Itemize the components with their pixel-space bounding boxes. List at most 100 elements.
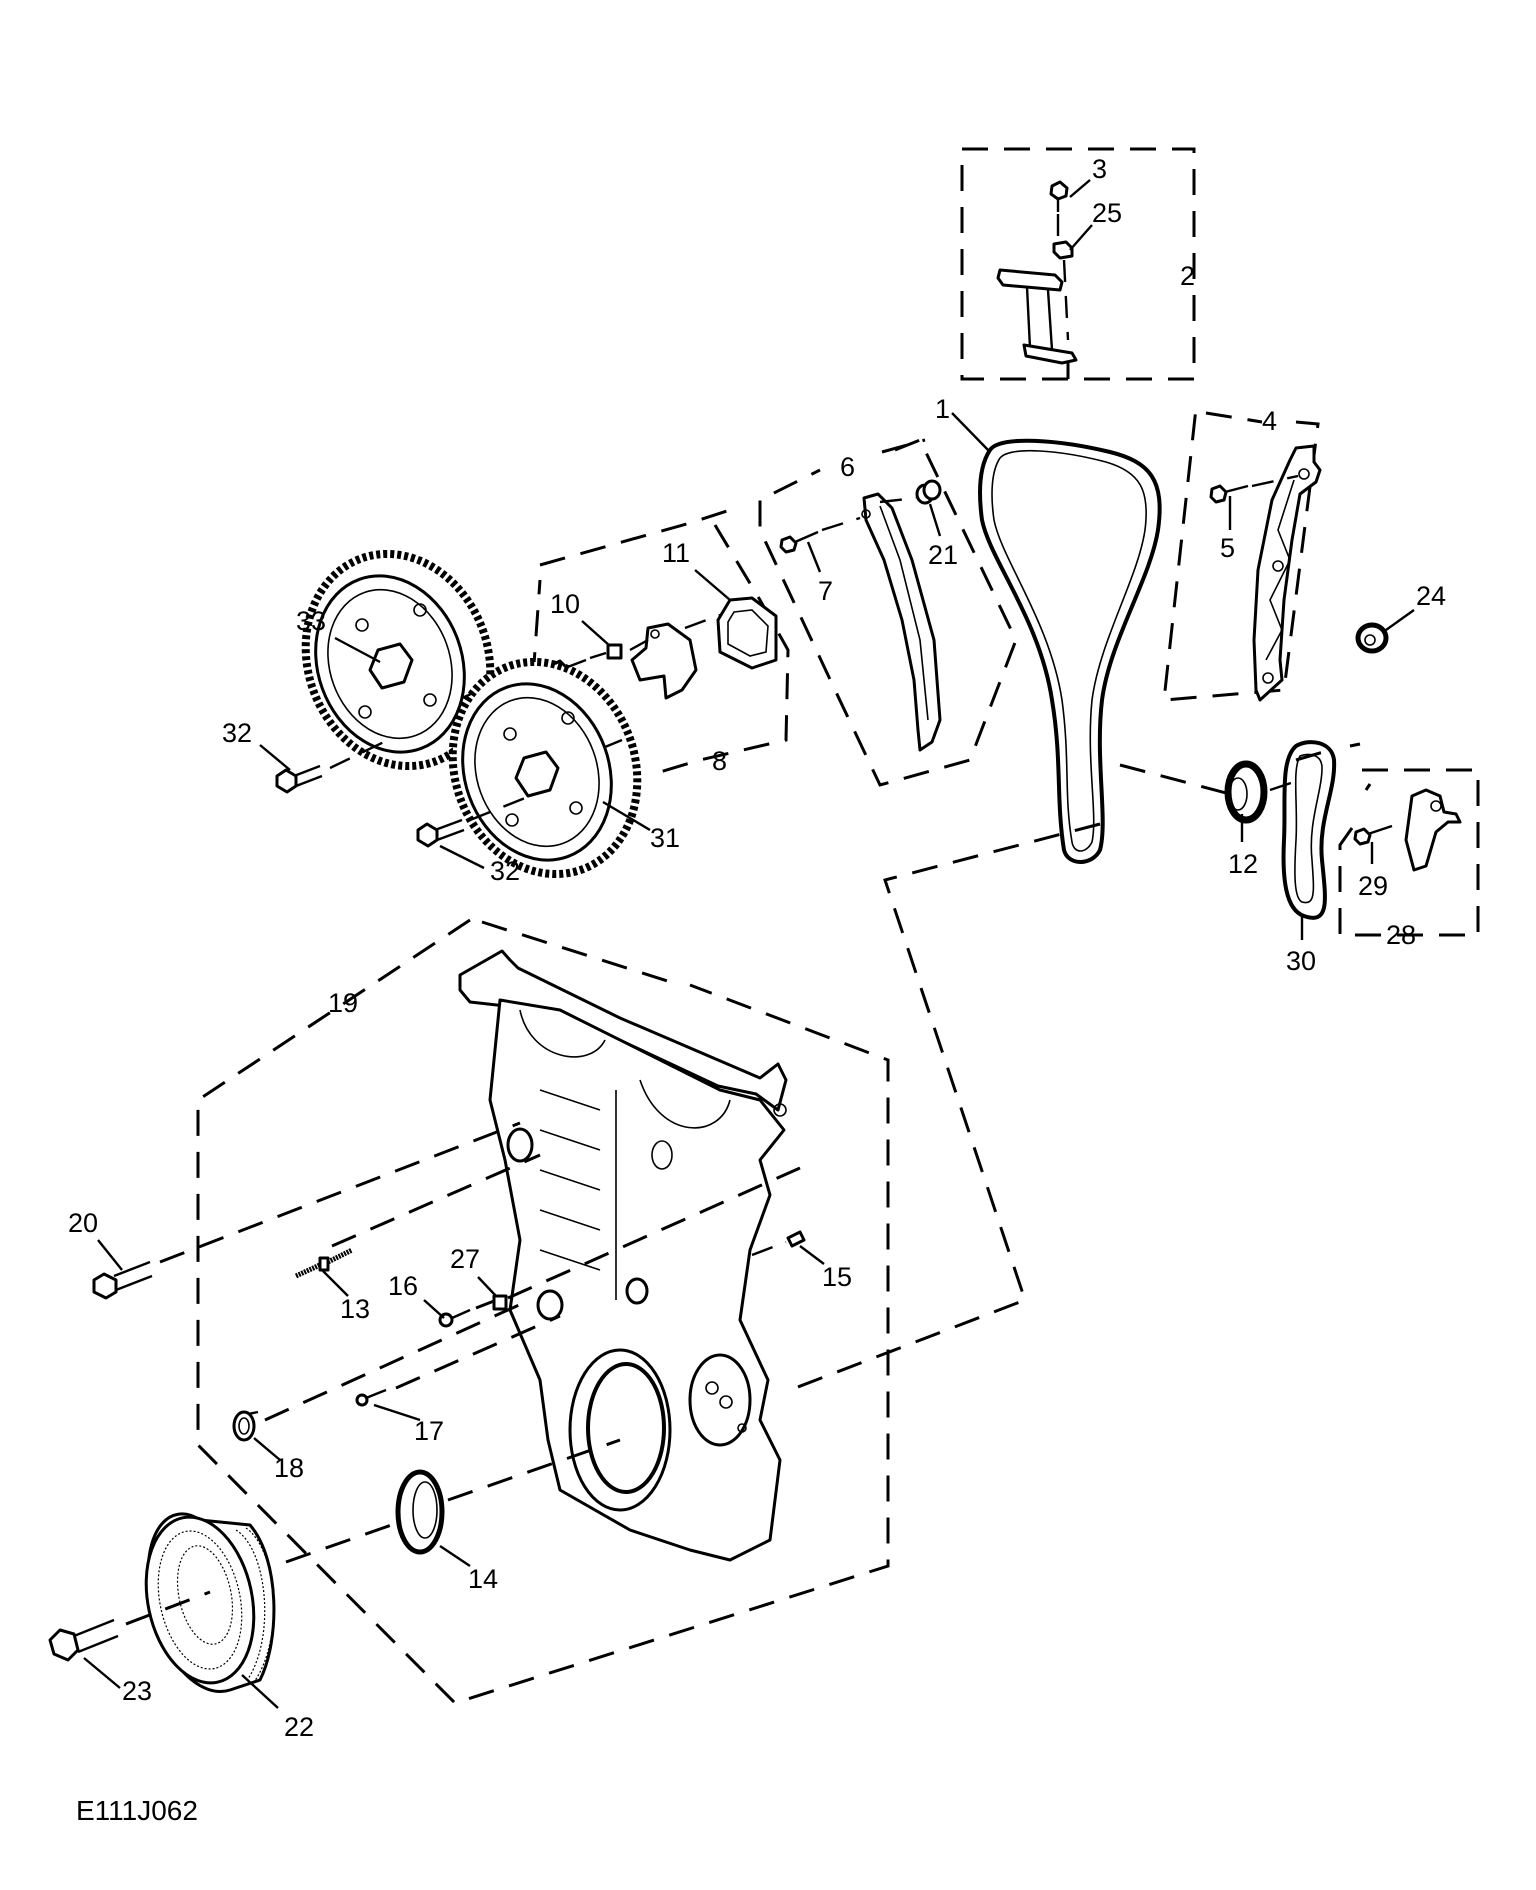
- group-19-boundary: [196, 918, 890, 1705]
- axis-line: [159, 1121, 521, 1264]
- part-2-bracket[interactable]: [996, 268, 1078, 365]
- part-31-exhaust-camshaft-sprocket[interactable]: [423, 636, 666, 901]
- part-28-tensioner[interactable]: [1404, 788, 1462, 872]
- part-25-nut[interactable]: [1052, 240, 1074, 260]
- leader-24: [1385, 609, 1415, 631]
- leader-27: [477, 1276, 497, 1297]
- group-4-boundary: [1162, 407, 1320, 702]
- callout-17: 17: [414, 1416, 444, 1446]
- part-22-crankshaft-pulley[interactable]: [132, 1507, 276, 1693]
- part-23-crankshaft-pulley-bolt[interactable]: [48, 1618, 119, 1662]
- part-1-timing-chain[interactable]: [978, 438, 1162, 864]
- part-13-stud[interactable]: [294, 1247, 354, 1279]
- part-11-gasket[interactable]: [716, 596, 778, 670]
- callout-5: 5: [1220, 533, 1235, 563]
- group-19-timing-cover-assembly: 19: [68, 918, 890, 1705]
- callout-2: 2: [1180, 261, 1195, 291]
- alignment-line: [789, 742, 1361, 1392]
- axis-line: [331, 1153, 541, 1248]
- leader-20: [97, 1239, 123, 1271]
- leader-31: [602, 800, 651, 832]
- group-28-oil-pump-tensioner-assembly: 28 29: [1338, 768, 1480, 950]
- axis-line: [329, 738, 389, 770]
- axis-line: [589, 651, 607, 660]
- leader-11: [694, 569, 731, 601]
- callout-16: 16: [388, 1271, 418, 1301]
- axis-line: [395, 1314, 561, 1390]
- part-30-oil-pump-chain[interactable]: [1281, 740, 1337, 920]
- part-20-bolt[interactable]: [92, 1260, 153, 1300]
- part-10-dowel[interactable]: [606, 643, 623, 660]
- part-16-bolt[interactable]: [438, 1308, 471, 1328]
- callout-32-upper: 32: [222, 718, 252, 748]
- part-4-fixed-guide[interactable]: [1252, 444, 1322, 702]
- part-24-stud[interactable]: [1355, 622, 1389, 654]
- callout-8: 8: [712, 746, 727, 776]
- leader-14: [439, 1545, 471, 1567]
- part-14-crankshaft-seal[interactable]: [395, 1469, 445, 1555]
- group-4-fixed-guide-assembly: 4 5: [1162, 406, 1322, 702]
- leader-32-upper: [259, 744, 291, 771]
- part-15-dowel[interactable]: [786, 1230, 806, 1248]
- callout-31: 31: [650, 823, 680, 853]
- part-18-plug[interactable]: [232, 1410, 259, 1442]
- group-28-boundary: [1338, 768, 1480, 937]
- axis-line: [751, 1240, 787, 1257]
- group-6-tensioner-arm-assembly: 6 7 21: [758, 438, 1018, 787]
- callout-11: 11: [662, 538, 690, 568]
- part-21-pivot-bolt[interactable]: [915, 479, 942, 505]
- axis-line: [285, 1520, 401, 1564]
- axis-line: [879, 496, 917, 504]
- callout-13: 13: [340, 1294, 370, 1324]
- callout-18: 18: [274, 1453, 304, 1483]
- callout-19: 19: [328, 988, 358, 1018]
- callout-4: 4: [1262, 406, 1277, 436]
- part-19-timing-cover[interactable]: [458, 949, 788, 1562]
- callout-33: 33: [296, 606, 326, 636]
- leader-13: [321, 1269, 349, 1297]
- axis-line: [469, 794, 531, 822]
- part-29-bolt[interactable]: [1353, 824, 1393, 846]
- part-5-bolt[interactable]: [1209, 484, 1249, 504]
- axis-line: [125, 1590, 211, 1626]
- callout-3: 3: [1092, 154, 1107, 184]
- part-17-bolt[interactable]: [355, 1388, 387, 1407]
- group-6-boundary: [758, 438, 1018, 787]
- leader-32-lower: [439, 844, 485, 870]
- part-27-sleeve[interactable]: [492, 1294, 508, 1311]
- illustration-reference-code: E111J062: [76, 1795, 198, 1826]
- part-7-bolt[interactable]: [779, 530, 819, 554]
- axis-line: [447, 1438, 621, 1502]
- callout-1: 1: [935, 394, 950, 424]
- leader-3: [1069, 179, 1091, 198]
- part-32-sprocket-bolt-upper[interactable]: [275, 764, 323, 794]
- group-2-bracket-assembly: 3 25 2: [960, 147, 1196, 381]
- part-12-crankshaft-sprocket[interactable]: [1224, 760, 1268, 824]
- callout-21: 21: [928, 540, 958, 570]
- callout-14: 14: [468, 1564, 498, 1594]
- leader-25: [1069, 224, 1093, 251]
- part-8-tensioner-body[interactable]: [630, 622, 698, 700]
- axis-line: [604, 738, 623, 749]
- part-33-intake-camshaft-sprocket[interactable]: [276, 528, 519, 793]
- leader-22: [241, 1674, 279, 1709]
- axis-line: [1269, 780, 1295, 792]
- axis-line: [475, 1166, 801, 1310]
- callout-15: 15: [822, 1262, 852, 1292]
- axis-line: [264, 1298, 531, 1422]
- group-8-chain-tensioner-assembly: 8 11 10 9: [528, 508, 790, 777]
- leader-1: [951, 412, 991, 453]
- part-3-bolt[interactable]: [1049, 180, 1069, 212]
- callout-32-lower: 32: [490, 856, 520, 886]
- leader-18: [253, 1437, 281, 1461]
- callout-27: 27: [450, 1244, 480, 1274]
- leader-16: [423, 1299, 445, 1319]
- callout-29: 29: [1358, 871, 1388, 901]
- callout-20: 20: [68, 1208, 98, 1238]
- part-32-sprocket-bolt-lower[interactable]: [416, 818, 465, 848]
- callout-25: 25: [1092, 198, 1122, 228]
- leader-15: [799, 1245, 825, 1265]
- part-6-tensioner-arm[interactable]: [861, 492, 942, 752]
- leader-21: [928, 503, 942, 537]
